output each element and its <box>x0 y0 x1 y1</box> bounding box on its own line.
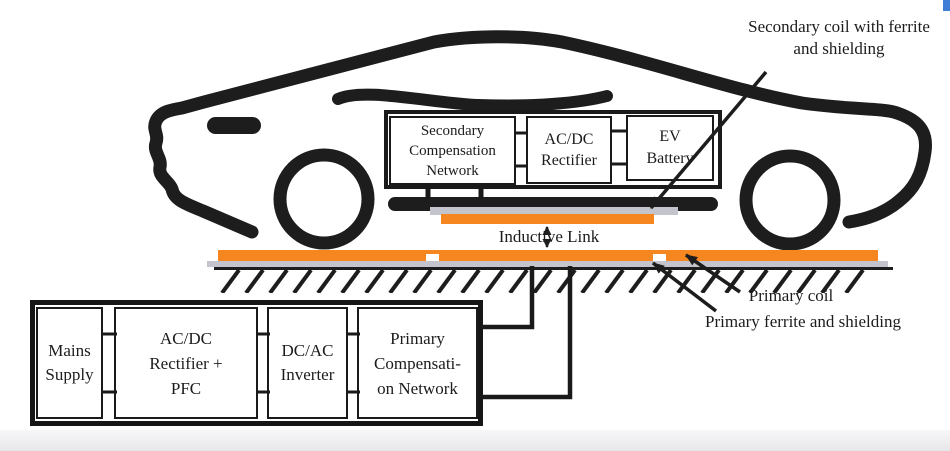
box-label-line: on Network <box>377 378 458 398</box>
primary-ferrite-label: Primary ferrite and shielding <box>702 311 904 333</box>
window-beltline <box>332 88 613 112</box>
box-label-line: Compensati- <box>374 353 461 373</box>
car-outline <box>148 30 933 239</box>
box-label-line: DC/AC <box>281 341 334 360</box>
box-mains-supply: Mains Supply <box>36 307 103 419</box>
box-label-line: PFC <box>170 378 202 398</box>
front-wheel <box>273 148 375 250</box>
label-line: Primary ferrite and <box>705 312 835 331</box>
box-label-line: AC/DC <box>160 328 212 348</box>
primary-shield-plate <box>207 261 888 267</box>
box-label-line: Mains <box>48 341 91 360</box>
box-label-line: EV <box>659 128 681 145</box>
box-label-line: Secondary <box>420 122 485 139</box>
box-label-line: Network <box>426 162 479 179</box>
box-secondary-compensation-network: Secondary Compensation Network <box>389 116 516 185</box>
box-acdc-rectifier: AC/DC Rectifier <box>526 116 612 184</box>
inductive-link-label: Inductive Link <box>498 227 600 246</box>
box-primary-compensation-network: Primary Compensati- on Network <box>357 307 478 419</box>
primary-coil-notch-left <box>426 254 439 261</box>
box-label-line: Supply <box>45 365 94 384</box>
primary-coil-notch-right <box>653 254 666 261</box>
corner-blue-fragment <box>943 0 950 11</box>
secondary-coil-bar <box>441 214 654 224</box>
secondary-shield-plate <box>430 207 678 215</box>
secondary-coil-label: Secondary coil with ferrite and shieldin… <box>746 16 932 60</box>
box-ev-battery: EV Battery <box>626 115 714 181</box>
page-bottom-strip <box>0 430 950 451</box>
label-line: ferrite and shielding <box>793 17 930 58</box>
label-line: shielding <box>838 312 901 331</box>
box-label-line: AC/DC <box>544 131 594 148</box>
headlight <box>207 117 261 134</box>
box-label-line: Compensation <box>409 142 496 159</box>
box-dcac-inverter: DC/AC Inverter <box>267 307 348 419</box>
primary-coil-label: Primary coil <box>748 286 834 305</box>
primary-coil-bar <box>218 250 878 261</box>
box-acdc-rectifier-pfc: AC/DC Rectifier + PFC <box>114 307 258 419</box>
box-label-line: Inverter <box>280 365 335 384</box>
box-label-line: Battery <box>646 150 694 167</box>
box-label-line: Primary <box>390 328 445 348</box>
label-line: Secondary coil with <box>748 17 885 36</box>
rear-wheel <box>739 149 841 251</box>
box-label-line: Rectifier <box>541 152 597 169</box>
box-label-line: Rectifier + <box>149 353 223 373</box>
